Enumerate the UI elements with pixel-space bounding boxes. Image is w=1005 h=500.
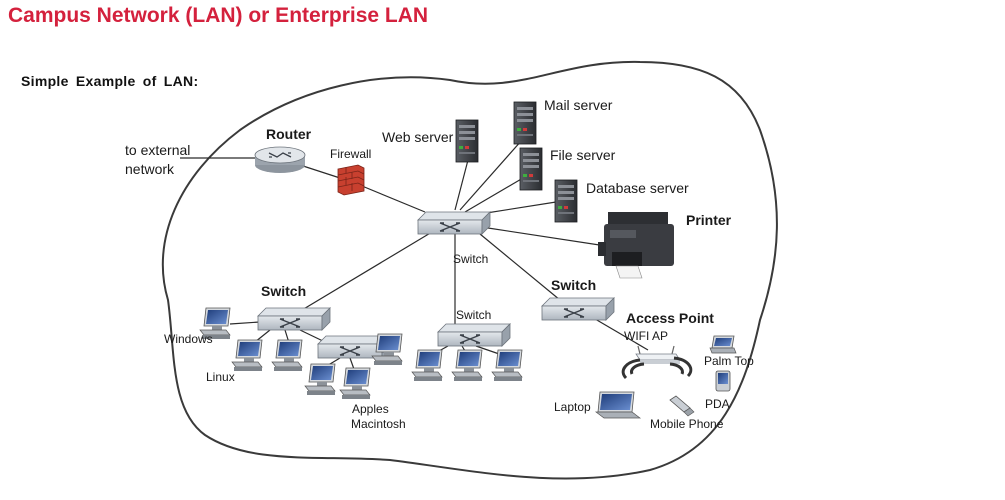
pda-icon: [715, 370, 731, 392]
wifi-signal-icon: [621, 356, 693, 380]
web-server-label: Web server: [382, 129, 454, 145]
access-point-label: Access Point: [626, 310, 714, 326]
pda-label: PDA: [705, 397, 730, 411]
mac-pc-icon-1: [304, 363, 336, 396]
linux-pc-icon-2: [271, 339, 303, 372]
mid-pc-icon-3: [491, 349, 523, 382]
file-server-icon: [519, 147, 543, 191]
mid-pc-icon-1: [411, 349, 443, 382]
linux-label: Linux: [206, 370, 235, 384]
firewall-label: Firewall: [330, 147, 371, 161]
apples-label: Apples: [352, 402, 389, 416]
link-switch-mailserver: [459, 139, 523, 211]
right-switch-label: Switch: [551, 277, 596, 293]
link-left-windows: [229, 321, 261, 325]
center-switch-icon: [417, 211, 491, 235]
link-switch-printer: [487, 227, 607, 247]
link-switch-fileserver: [464, 177, 524, 213]
mac-pc-icon-2: [339, 367, 371, 400]
mail-server-label: Mail server: [544, 97, 613, 113]
link-switchright-ap: [589, 315, 649, 351]
linux-pc-icon-1: [231, 339, 263, 372]
link-switch-webserver: [454, 159, 469, 211]
center-switch-label: Switch: [453, 252, 488, 266]
mobile-phone-icon: [669, 395, 695, 417]
middle-switch-icon: [437, 323, 511, 347]
database-server-label: Database server: [586, 180, 689, 196]
middle-switch-label: Switch: [456, 308, 491, 322]
link-switch-switchright: [479, 233, 561, 301]
firewall-icon: [337, 164, 365, 196]
palm-top-label: Palm Top: [704, 354, 754, 368]
left-switch-label: Switch: [261, 283, 306, 299]
link-switch-switchleft: [291, 231, 433, 317]
mid-pc-icon-2: [451, 349, 483, 382]
link-left-mac-switch: [299, 329, 326, 343]
router-label: Router: [266, 126, 312, 142]
mobile-phone-label: Mobile Phone: [650, 417, 724, 431]
macintosh-label: Macintosh: [351, 417, 406, 431]
link-switch-dbserver: [479, 201, 557, 215]
diagram-subtitle: Simple Example of LAN:: [21, 73, 199, 89]
laptop-label: Laptop: [554, 400, 591, 414]
left-switch-icon: [257, 307, 331, 331]
database-server-icon: [554, 179, 578, 223]
router-icon: [254, 146, 306, 173]
lan-boundary: [161, 60, 778, 480]
printer-label: Printer: [686, 212, 732, 228]
external-network-label: to external: [125, 142, 190, 158]
palm-top-icon: [709, 335, 737, 354]
mail-server-icon: [513, 101, 537, 145]
file-server-label: File server: [550, 147, 616, 163]
wifi-access-point-icon: [635, 345, 681, 364]
printer-icon: [598, 212, 674, 279]
link-firewall-switch: [361, 185, 426, 213]
external-network-label-2: network: [125, 161, 175, 177]
web-server-icon: [455, 119, 479, 163]
page-title: Campus Network (LAN) or Enterprise LAN: [8, 4, 429, 27]
laptop-icon: [594, 391, 642, 419]
right-switch-icon: [541, 297, 615, 321]
wifi-ap-label: WIFI AP: [624, 329, 668, 343]
windows-label: Windows: [164, 332, 213, 346]
link-router-firewall: [299, 164, 341, 179]
